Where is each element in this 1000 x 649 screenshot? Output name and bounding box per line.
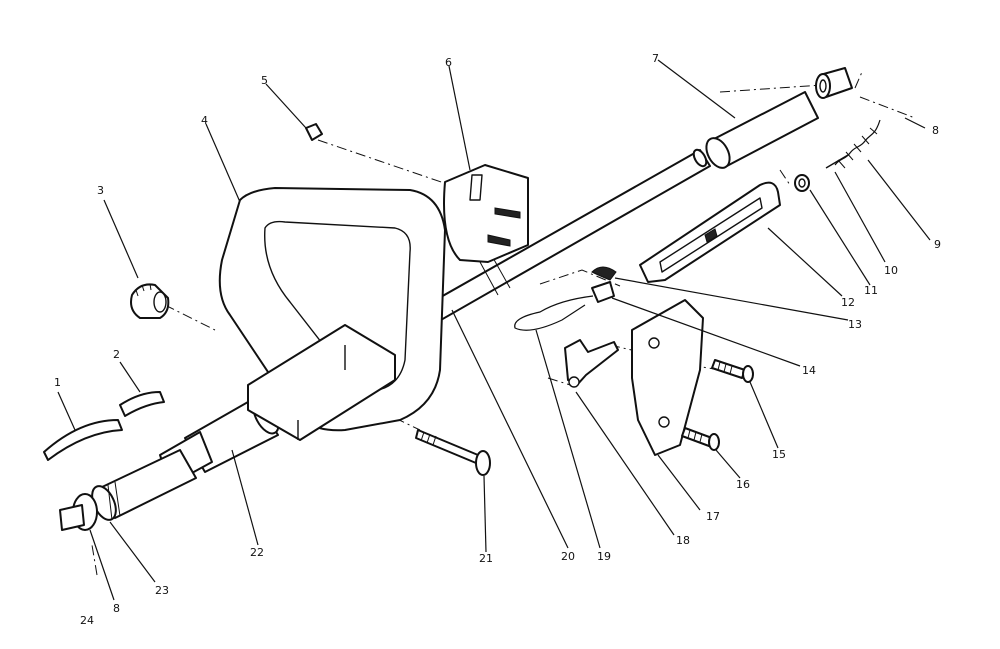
alignment-lines xyxy=(91,71,916,576)
sleeve xyxy=(705,91,819,169)
switch-cap xyxy=(591,266,617,281)
label-13: 13 xyxy=(848,318,862,331)
label-12: 12 xyxy=(841,296,855,309)
label-24: 24 xyxy=(80,614,94,627)
d-handle xyxy=(218,187,446,441)
label-15: 15 xyxy=(772,448,786,461)
clamp-halves xyxy=(43,391,165,461)
label-21: 21 xyxy=(479,552,493,565)
end-bushing xyxy=(59,493,98,531)
label-8-top: 8 xyxy=(932,124,939,137)
label-20: 20 xyxy=(561,550,575,563)
label-5: 5 xyxy=(261,74,268,87)
label-4: 4 xyxy=(201,114,208,127)
bolt-15 xyxy=(711,359,754,383)
label-23: 23 xyxy=(155,584,169,597)
label-2: 2 xyxy=(113,348,120,361)
label-17: 17 xyxy=(706,510,720,523)
housing-bracket xyxy=(443,164,529,263)
label-14: 14 xyxy=(802,364,816,377)
nut-5 xyxy=(305,123,323,141)
callout-labels: 1 2 3 4 5 6 7 8 9 10 11 12 13 14 15 16 1… xyxy=(54,52,941,627)
leader-lines xyxy=(57,59,931,601)
trigger-lever xyxy=(564,339,619,388)
label-22: 22 xyxy=(250,546,264,559)
coupling xyxy=(91,449,197,521)
throttle-frame xyxy=(639,181,781,283)
label-19: 19 xyxy=(597,550,611,563)
small-nut xyxy=(794,174,810,192)
small-pin xyxy=(825,154,849,169)
side-cover xyxy=(631,299,704,456)
label-10: 10 xyxy=(884,264,898,277)
collar-top xyxy=(815,67,853,99)
label-9: 9 xyxy=(934,238,941,251)
label-8-bottom: 8 xyxy=(113,602,120,615)
spring xyxy=(834,119,881,169)
label-6: 6 xyxy=(445,56,452,69)
bolt-16 xyxy=(681,427,720,451)
label-7: 7 xyxy=(652,52,659,65)
label-18: 18 xyxy=(676,534,690,547)
switch-with-wire xyxy=(514,281,615,331)
label-16: 16 xyxy=(736,478,750,491)
label-1: 1 xyxy=(54,376,61,389)
carriage-bolt xyxy=(415,429,491,476)
label-11: 11 xyxy=(864,284,878,297)
knob xyxy=(130,283,170,319)
label-3: 3 xyxy=(97,184,104,197)
